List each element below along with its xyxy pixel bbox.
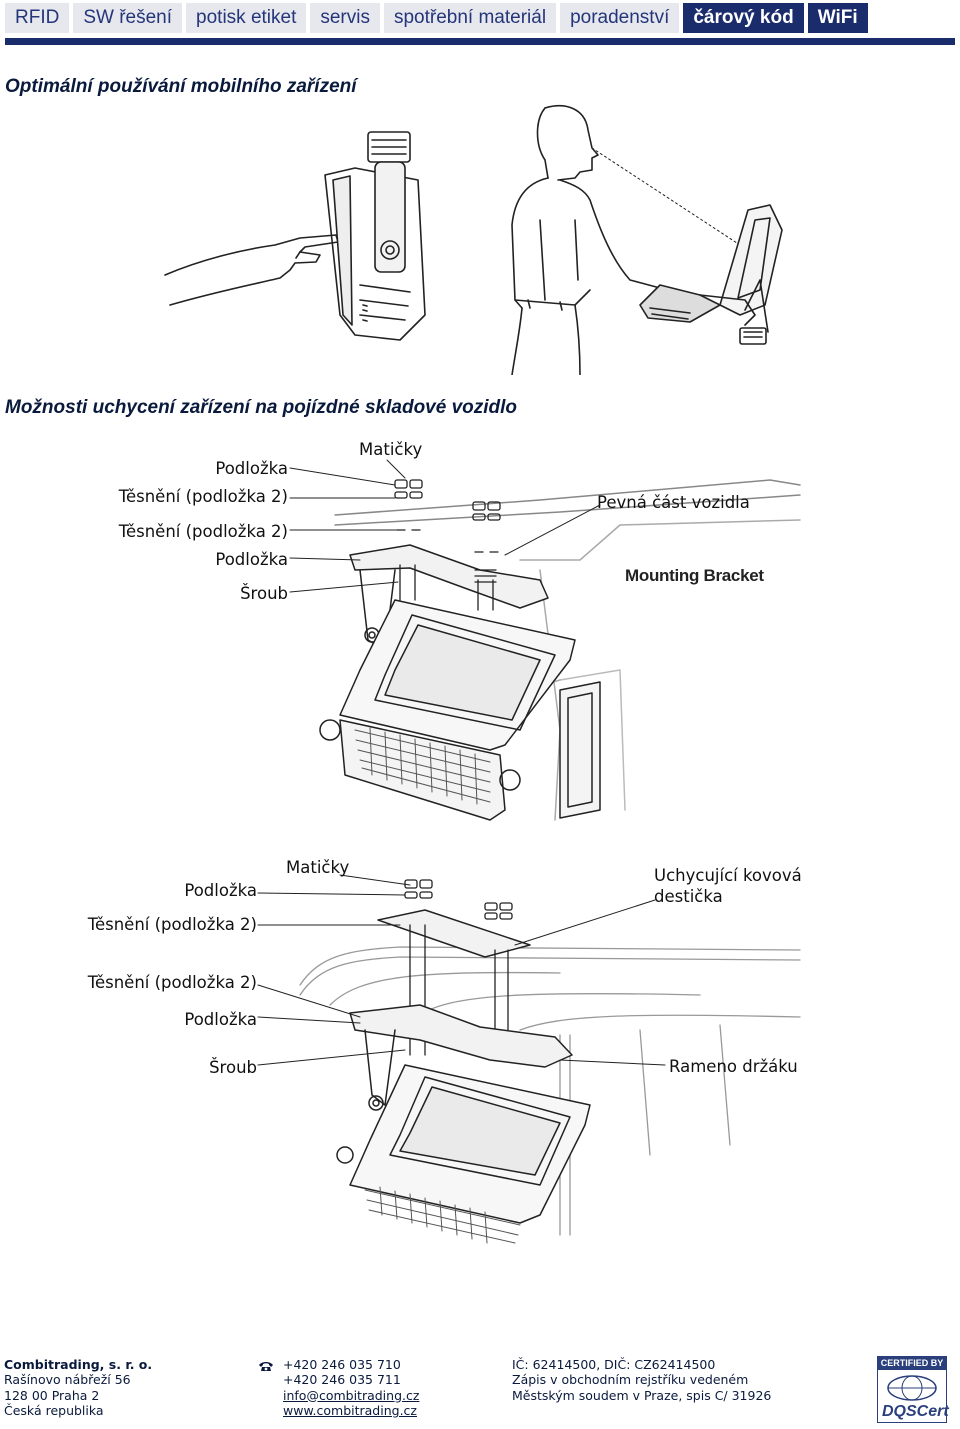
company-country: Česká republika — [4, 1402, 104, 1418]
label-pevna-cast: Pevná část vozidla — [597, 493, 750, 512]
nav-tab-servis[interactable]: servis — [310, 3, 380, 33]
section-title-usage: Optimální používání mobilního zařízení — [5, 76, 357, 97]
footer-registry: IČ: 62414500, DIČ: CZ62414500 Zápis v ob… — [512, 1357, 771, 1403]
contact-web-link[interactable]: www.combitrading.cz — [283, 1402, 417, 1418]
label-podlozka-2: Podložka — [215, 550, 288, 569]
nav-tab-potisk-etiket[interactable]: potisk etiket — [186, 3, 307, 33]
nav-tab-wifi[interactable]: WiFi — [807, 3, 868, 33]
nav-tab-poradenstvi[interactable]: poradenství — [560, 3, 680, 33]
mobile-device-illustration — [325, 132, 425, 340]
contact-email-link[interactable]: info@combitrading.cz — [283, 1387, 420, 1403]
certification-badge: CERTIFIED BY DQSCert — [877, 1356, 949, 1423]
usage-illustration — [0, 100, 960, 375]
cert-badge-title: CERTIFIED BY — [878, 1357, 946, 1370]
label-tesneni-3: Těsnění (podložka 2) — [87, 915, 257, 934]
label-sroub-1: Šroub — [240, 584, 288, 603]
nav-tab-sw-reseni[interactable]: SW řešení — [73, 3, 183, 33]
label-podlozka-1: Podložka — [215, 459, 288, 478]
phone-icon — [259, 1362, 273, 1371]
pointing-hand-illustration — [165, 235, 338, 305]
label-mounting-bracket: Mounting Bracket — [625, 566, 764, 585]
company-street: Rašínovo nábřeží 56 — [4, 1372, 131, 1388]
contact-phone-1: +420 246 035 710 — [283, 1357, 401, 1372]
label-rameno-drzaku: Rameno držáku — [669, 1057, 798, 1076]
label-tesneni-1: Těsnění (podložka 2) — [118, 487, 288, 506]
cert-logo: DQSCert — [882, 1403, 949, 1420]
nav-tab-spotrebni-material[interactable]: spotřební materiál — [383, 3, 557, 33]
label-sroub-2: Šroub — [209, 1058, 257, 1077]
footer-company: Combitrading, s. r. o. Rašínovo nábřeží … — [4, 1357, 152, 1418]
registry-line-2: Zápis v obchodním rejstříku vedeném — [512, 1372, 749, 1388]
contact-phone-2: +420 246 035 711 — [283, 1372, 401, 1388]
vehicle-terminal-illustration — [640, 205, 782, 344]
label-podlozka-4: Podložka — [184, 1010, 257, 1029]
cert-globe-icon — [887, 1375, 937, 1401]
label-podlozka-3: Podložka — [184, 881, 257, 900]
nav-tab-rfid[interactable]: RFID — [5, 3, 70, 33]
label-uchycujici-destička: Uchycující kovová destička — [654, 866, 802, 906]
label-maticky-2: Matičky — [286, 858, 350, 877]
company-city: 128 00 Praha 2 — [4, 1387, 100, 1403]
label-maticky-1: Matičky — [359, 440, 423, 459]
top-navigation: RFID SW řešení potisk etiket servis spot… — [5, 3, 955, 33]
company-name: Combitrading, s. r. o. — [4, 1357, 153, 1372]
section-title-mounting: Možnosti uchycení zařízení na pojízdné s… — [5, 397, 518, 418]
standing-man-illustration — [512, 106, 740, 375]
label-tesneni-4: Těsnění (podložka 2) — [87, 973, 257, 992]
registry-ids: IČ: 62414500, DIČ: CZ62414500 — [512, 1357, 716, 1372]
registry-line-3: Městským soudem v Praze, spis C/ 31926 — [512, 1387, 772, 1403]
label-tesneni-2: Těsnění (podložka 2) — [118, 522, 288, 541]
mounting-diagram-2 — [0, 855, 960, 1250]
footer-contact: +420 246 035 710 +420 246 035 711 info@c… — [283, 1357, 419, 1418]
nav-tab-carovy-kod[interactable]: čárový kód — [683, 3, 804, 33]
nav-underline — [5, 38, 955, 45]
mounting-diagram-1 — [0, 430, 960, 840]
